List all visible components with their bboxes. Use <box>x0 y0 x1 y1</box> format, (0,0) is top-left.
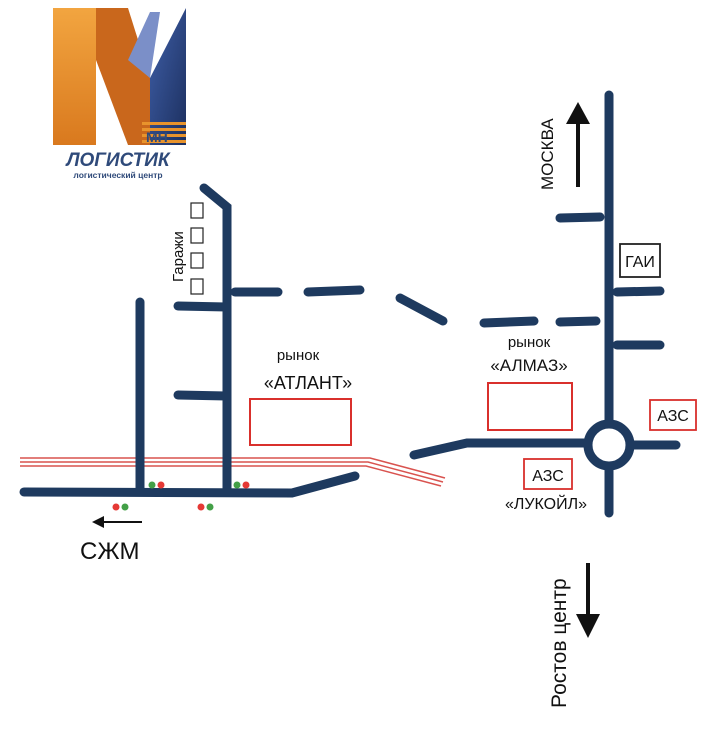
market-atlant: рынок «АТЛАНТ» <box>249 347 352 446</box>
garages-label: Гаражи <box>170 231 187 282</box>
gas-station-right: АЗС <box>649 399 697 431</box>
rostov-label: Ростов центр <box>548 578 571 708</box>
gas-station-lukoil-label: АЗС <box>532 468 564 485</box>
logo-mark-bars <box>142 122 186 143</box>
road-branch-lower <box>173 390 232 401</box>
arrow-up-icon <box>566 102 590 124</box>
roundabout <box>583 419 635 471</box>
gas-station-right-label: АЗС <box>657 408 689 425</box>
road-almaz-access <box>409 438 593 460</box>
gai-post: ГАИ <box>619 243 661 278</box>
lukoil-name: «ЛУКОЙЛ» <box>505 494 587 513</box>
direction-szhm: СЖМ <box>80 516 142 565</box>
road-bottom-main <box>19 471 360 498</box>
moscow-label: МОСКВА <box>538 118 557 190</box>
direction-moscow: МОСКВА <box>538 102 590 190</box>
market-atlant-building <box>249 398 352 446</box>
gas-station-lukoil: АЗС «ЛУКОЙЛ» <box>505 458 587 513</box>
logistik-logo: МН ЛОГИСТИК логистический центр <box>53 8 186 180</box>
market-atlant-name: «АТЛАНТ» <box>264 373 352 393</box>
road-dashed-5 <box>555 316 601 327</box>
road-dashed-4 <box>479 316 539 328</box>
road-dashed-2 <box>303 285 365 297</box>
arrow-left-icon <box>92 516 104 528</box>
road-dashed-3 <box>395 293 448 326</box>
logo-name: ЛОГИСТИК <box>64 150 170 171</box>
road-branch-top-left <box>555 212 605 223</box>
arrow-down-icon <box>576 614 600 638</box>
logo-mark-letters: МН <box>146 129 168 145</box>
market-almaz-building <box>487 382 573 431</box>
gai-label: ГАИ <box>625 254 655 271</box>
road-center-vertical <box>199 183 232 497</box>
traffic-signals <box>112 481 250 511</box>
railway-tracks <box>20 457 446 487</box>
market-atlant-word: рынок <box>277 347 320 364</box>
garages: Гаражи <box>170 202 204 295</box>
logo-subtitle: логистический центр <box>73 170 162 180</box>
road-branch-garages <box>173 301 232 312</box>
road-branch-gai <box>612 286 665 297</box>
roads <box>19 90 681 518</box>
szhm-label: СЖМ <box>80 538 139 565</box>
market-almaz-word: рынок <box>508 334 551 351</box>
market-almaz: рынок «АЛМАЗ» <box>487 334 573 431</box>
direction-rostov: Ростов центр <box>548 563 600 708</box>
market-almaz-name: «АЛМАЗ» <box>490 356 567 375</box>
